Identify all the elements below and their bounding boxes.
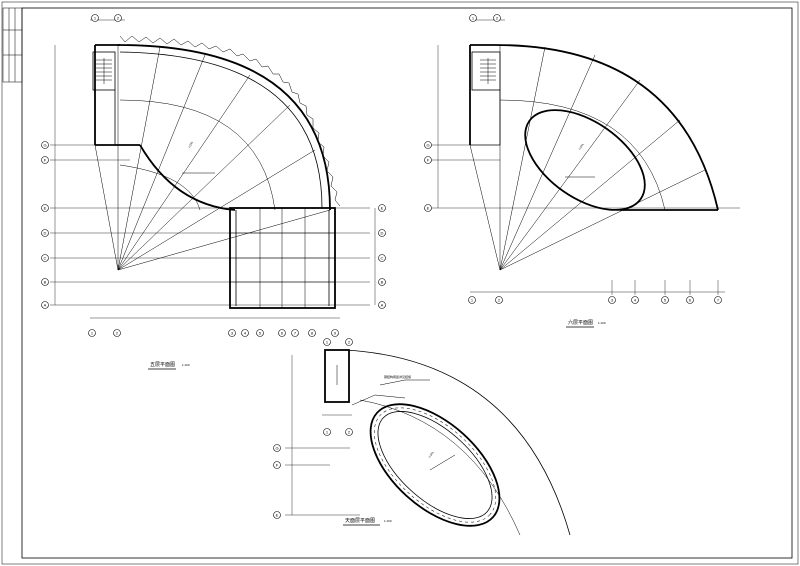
slope-label-bottom: i=2% xyxy=(428,450,435,458)
svg-text:8: 8 xyxy=(311,331,314,336)
leader-label-bottom: 钢结构雨篷详见结施 xyxy=(384,374,411,379)
svg-text:1: 1 xyxy=(471,298,474,303)
svg-text:B: B xyxy=(381,280,384,285)
svg-text:3: 3 xyxy=(611,298,614,303)
svg-text:G: G xyxy=(275,446,278,451)
grid-bubbles-left: 1 2 G F E D C B A E D C B A 1 2 3 4 xyxy=(41,14,386,337)
grid-bubbles-right: 1 2 G F E 1 2 3 4 5 6 7 xyxy=(424,14,722,304)
plan-left-title-text: 五层平面图 xyxy=(150,362,175,368)
plan-bottom-title: 天面层平面图 1:100 xyxy=(343,518,392,526)
svg-text:E: E xyxy=(276,513,279,518)
svg-text:G: G xyxy=(43,143,46,148)
svg-text:2: 2 xyxy=(117,16,120,21)
plan-right-title-text: 六层平面图 xyxy=(568,319,593,326)
svg-text:1: 1 xyxy=(326,430,329,435)
svg-text:E: E xyxy=(44,206,47,211)
radial-lines-right xyxy=(469,45,706,271)
svg-text:A: A xyxy=(381,303,384,308)
stair-right xyxy=(480,58,496,84)
svg-text:2: 2 xyxy=(496,16,499,21)
svg-text:5: 5 xyxy=(259,331,262,336)
svg-text:1: 1 xyxy=(91,331,94,336)
plan-bottom-title-text: 天面层平面图 xyxy=(345,518,375,524)
plan-left-title: 五层平面图 1:100 xyxy=(148,362,190,370)
plan-left: i=2% xyxy=(50,19,376,319)
svg-text:G: G xyxy=(426,143,429,148)
svg-text:4: 4 xyxy=(244,331,247,336)
outer-curve xyxy=(117,44,331,211)
svg-text:C: C xyxy=(381,256,384,261)
stair-left xyxy=(96,58,112,84)
svg-text:E: E xyxy=(427,206,430,211)
svg-text:2: 2 xyxy=(498,298,501,303)
svg-text:2: 2 xyxy=(348,430,351,435)
svg-text:5: 5 xyxy=(664,298,667,303)
svg-text:A: A xyxy=(44,303,47,308)
svg-text:7: 7 xyxy=(294,331,297,336)
svg-text:9: 9 xyxy=(334,331,337,336)
svg-text:B: B xyxy=(44,280,47,285)
svg-text:E: E xyxy=(381,206,384,211)
slope-label-right: i=2% xyxy=(578,142,585,150)
slope-label-left: i=2% xyxy=(187,140,194,148)
svg-text:1: 1 xyxy=(94,16,97,21)
svg-text:3: 3 xyxy=(231,331,234,336)
svg-text:7: 7 xyxy=(717,298,720,303)
svg-text:C: C xyxy=(44,256,47,261)
svg-text:F: F xyxy=(44,158,47,163)
plan-bottom: 钢结构雨篷详见结施 i=2% xyxy=(285,349,571,536)
svg-text:D: D xyxy=(381,231,384,236)
radial-lines-left xyxy=(94,45,331,271)
roof-ellipse-inner xyxy=(377,411,493,519)
svg-text:2: 2 xyxy=(116,331,119,336)
svg-text:1:100: 1:100 xyxy=(182,363,190,367)
svg-text:4: 4 xyxy=(634,298,637,303)
svg-text:6: 6 xyxy=(281,331,284,336)
grid-bubbles-bottom: 1 2 1 2 G F E xyxy=(273,338,353,519)
svg-text:F: F xyxy=(427,158,430,163)
ellipse-void xyxy=(524,109,646,211)
svg-text:D: D xyxy=(44,231,47,236)
plan-right: i=2% xyxy=(430,19,740,295)
svg-text:1:100: 1:100 xyxy=(384,519,392,523)
plan-right-title: 六层平面图 1:100 xyxy=(566,319,606,328)
svg-text:2: 2 xyxy=(348,340,351,345)
svg-text:1: 1 xyxy=(326,340,329,345)
svg-text:1:100: 1:100 xyxy=(598,321,606,325)
svg-text:1: 1 xyxy=(472,16,475,21)
facade-zigzag xyxy=(119,35,341,207)
svg-text:6: 6 xyxy=(689,298,692,303)
roof-ellipse-outer xyxy=(369,403,501,527)
svg-text:F: F xyxy=(276,463,279,468)
